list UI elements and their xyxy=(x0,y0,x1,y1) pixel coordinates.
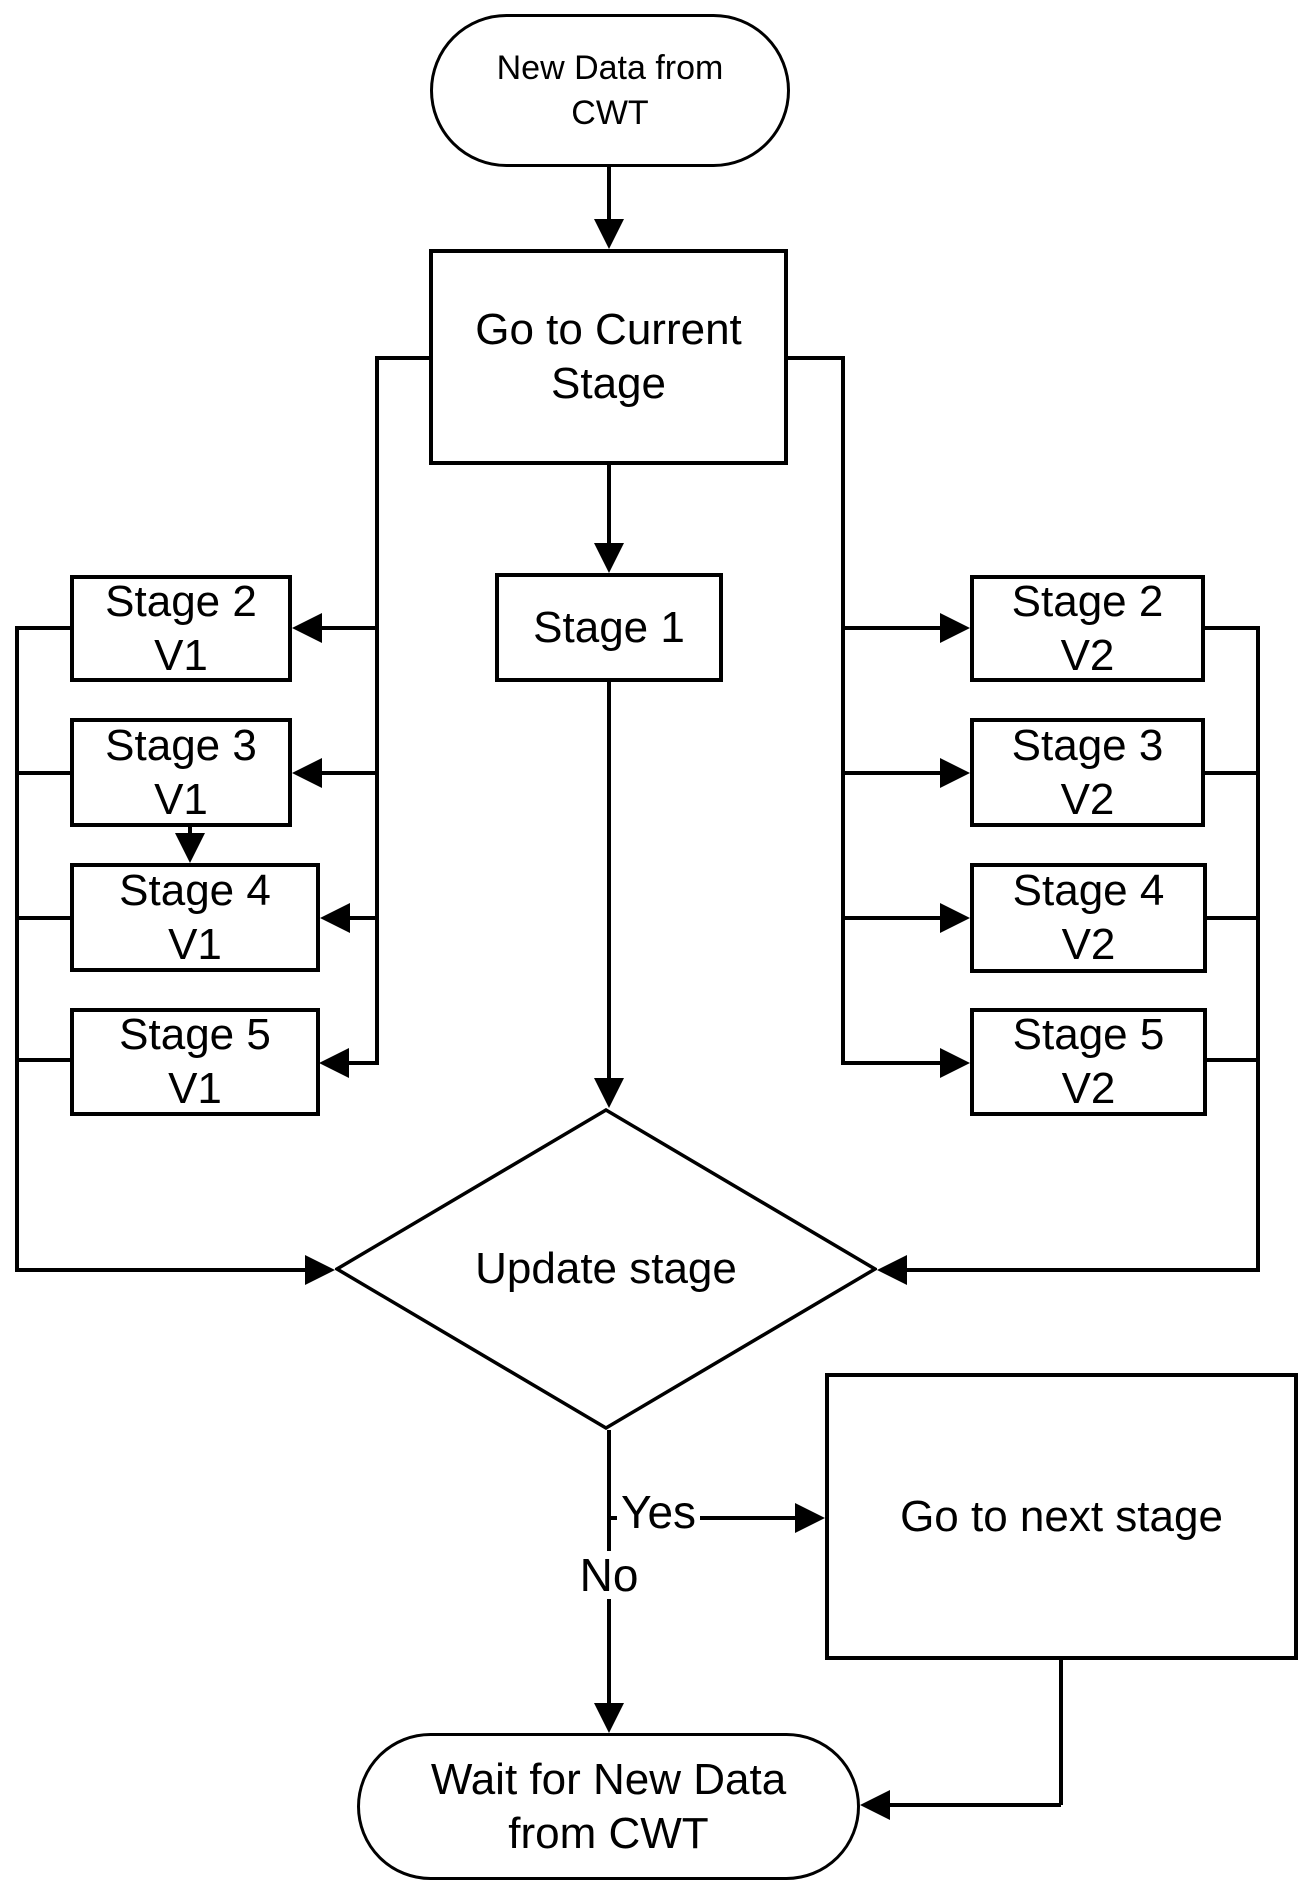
edge-stage3v1-to-stage4v1-line xyxy=(188,827,192,837)
edge-start-to-goto-current-arrowhead xyxy=(594,219,624,249)
edge-right-return-to-decision-arrowhead xyxy=(877,1255,907,1285)
edge-go-next-to-wait-horizontal-line xyxy=(890,1803,1061,1807)
edge-branch-to-stage2v1-arrowhead xyxy=(292,613,322,643)
edge-branch-to-stage3v2-arrowhead xyxy=(940,758,970,788)
stage-3-v2-label: Stage 3 V2 xyxy=(1011,720,1164,824)
right-branch-vertical-line xyxy=(841,356,845,1065)
stage-3-v2-box: Stage 3 V2 xyxy=(970,718,1205,827)
edge-branch-to-stage4v1-line xyxy=(350,916,377,920)
edge-goto-current-to-stage1-arrowhead xyxy=(594,543,624,573)
edge-branch-to-stage5v1-line xyxy=(349,1061,377,1065)
left-branch-vertical-line xyxy=(375,356,379,1065)
stage3v2-return-stub-line xyxy=(1205,771,1258,775)
edge-stage3v1-to-stage4v1-arrowhead xyxy=(175,833,205,863)
decision-diamond-shape xyxy=(335,1108,877,1430)
left-branch-top-line xyxy=(377,356,429,360)
edge-branch-to-stage4v1-arrowhead xyxy=(320,903,350,933)
stage-2-v2-box: Stage 2 V2 xyxy=(970,575,1205,682)
edge-branch-to-stage5v2-arrowhead xyxy=(940,1048,970,1078)
go-to-next-stage-box: Go to next stage xyxy=(825,1373,1298,1660)
stage4v2-return-stub-line xyxy=(1207,916,1258,920)
edge-branch-to-stage2v2-line xyxy=(843,626,940,630)
edge-branch-to-stage2v2-arrowhead xyxy=(940,613,970,643)
right-return-vertical-line xyxy=(1256,626,1260,1272)
wait-terminator: Wait for New Data from CWT xyxy=(357,1733,860,1880)
goto-current-stage-box: Go to Current Stage xyxy=(429,249,788,465)
edge-right-return-to-decision-line xyxy=(907,1268,1258,1272)
edge-left-return-to-decision-line xyxy=(15,1268,305,1272)
edge-decision-yes-arrowhead xyxy=(795,1503,825,1533)
stage-2-v2-label: Stage 2 V2 xyxy=(1011,576,1164,680)
start-terminator: New Data from CWT xyxy=(430,14,790,167)
edge-branch-to-stage5v1-arrowhead xyxy=(319,1048,349,1078)
edge-left-return-to-decision-arrowhead xyxy=(305,1255,335,1285)
right-branch-top-line xyxy=(788,356,843,360)
stage-4-v2-box: Stage 4 V2 xyxy=(970,863,1207,973)
stage-4-v1-label: Stage 4 V1 xyxy=(119,865,271,969)
edge-start-to-goto-current-line xyxy=(607,167,611,223)
edge-branch-to-stage4v2-line xyxy=(843,916,940,920)
update-stage-label: Update stage xyxy=(475,1244,737,1293)
stage4v1-return-stub-line xyxy=(17,916,70,920)
edge-branch-to-stage4v2-arrowhead xyxy=(940,903,970,933)
stage-5-v2-box: Stage 5 V2 xyxy=(970,1008,1207,1116)
edge-stage1-to-decision-arrowhead xyxy=(594,1078,624,1108)
yes-edge-label: Yes xyxy=(617,1488,701,1536)
edge-branch-to-stage3v1-arrowhead xyxy=(292,758,322,788)
edge-go-next-to-wait-vertical-line xyxy=(1059,1660,1063,1805)
edge-decision-no-arrowhead xyxy=(594,1703,624,1733)
stage-3-v1-label: Stage 3 V1 xyxy=(105,720,257,824)
stage5v2-return-stub-line xyxy=(1207,1058,1258,1062)
stage-2-v1-box: Stage 2 V1 xyxy=(70,575,292,682)
no-edge-label: No xyxy=(575,1551,643,1599)
edge-go-next-to-wait-arrowhead xyxy=(860,1790,890,1820)
stage-5-v2-label: Stage 5 V2 xyxy=(1012,1010,1165,1113)
stage-5-v1-label: Stage 5 V1 xyxy=(119,1010,271,1113)
edge-branch-to-stage3v1-line xyxy=(322,771,377,775)
stage-5-v1-box: Stage 5 V1 xyxy=(70,1008,320,1116)
update-stage-decision: Update stage xyxy=(335,1108,877,1430)
edge-branch-to-stage3v2-line xyxy=(843,771,940,775)
stage3v1-return-stub-line xyxy=(17,771,70,775)
stage2v1-return-stub-line xyxy=(17,626,70,630)
go-to-next-stage-label: Go to next stage xyxy=(900,1491,1223,1541)
left-return-vertical-line xyxy=(15,626,19,1272)
stage5v1-return-stub-line xyxy=(17,1058,70,1062)
edge-stage1-to-decision-line xyxy=(607,682,611,1080)
stage-1-label: Stage 1 xyxy=(533,602,685,652)
stage-4-v2-label: Stage 4 V2 xyxy=(1012,866,1165,969)
edge-branch-to-stage5v2-line xyxy=(843,1061,940,1065)
edge-branch-to-stage2v1-line xyxy=(322,626,377,630)
stage-4-v1-box: Stage 4 V1 xyxy=(70,863,320,972)
stage-3-v1-box: Stage 3 V1 xyxy=(70,718,292,827)
edge-decision-yes-line xyxy=(609,1516,795,1520)
stage2v2-return-stub-line xyxy=(1205,626,1258,630)
wait-terminator-label: Wait for New Data from CWT xyxy=(430,1754,787,1858)
edge-goto-current-to-stage1-line xyxy=(607,465,611,545)
stage-2-v1-label: Stage 2 V1 xyxy=(105,576,257,680)
stage-1-box: Stage 1 xyxy=(495,573,723,682)
start-terminator-label: New Data from CWT xyxy=(496,49,724,132)
goto-current-stage-label: Go to Current Stage xyxy=(475,305,742,408)
